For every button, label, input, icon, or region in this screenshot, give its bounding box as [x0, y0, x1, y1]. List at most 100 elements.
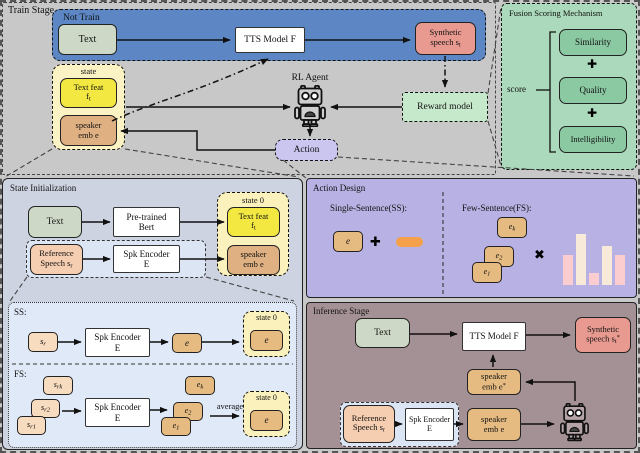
- weight-bar: [589, 273, 599, 285]
- bert-line2: Bert: [138, 222, 155, 232]
- weight-bars-chart: [563, 232, 633, 285]
- text-feat-box: Text feat ft: [60, 78, 117, 108]
- ref-speech-inf-line1: Reference: [351, 412, 387, 423]
- state-init-title: State Initialization: [10, 183, 77, 193]
- ad-e2-label: e2: [495, 250, 503, 262]
- weight-bar: [602, 246, 612, 285]
- fs-sr1-box: sr1: [17, 416, 46, 435]
- state0-init-label: state 0: [242, 195, 264, 205]
- fs-srk-label: srk: [53, 379, 63, 391]
- emb-inf-line2: emb e: [483, 423, 505, 434]
- fs-encoder-line1: Spk Encoder: [94, 402, 141, 413]
- tts-inference-label: TTS Model F: [469, 331, 519, 342]
- fs-sr2-label: sr2: [41, 402, 50, 414]
- tts-model-box-train: TTS Model F: [235, 27, 305, 53]
- emb-star-line2: emb e*: [482, 381, 506, 392]
- text-box-inference: Text: [355, 318, 410, 348]
- speaker-emb-line2: emb e: [78, 129, 99, 140]
- fs-e1-label: e1: [172, 420, 180, 432]
- weight-bar: [563, 255, 573, 285]
- weight-bar: [576, 234, 586, 285]
- ad-ek-box: ek: [497, 217, 527, 238]
- few-sentence-heading: Few-Sentence(FS):: [462, 203, 532, 213]
- quality-box: Quality: [559, 77, 627, 104]
- synthetic-line1: Synthetic: [429, 27, 462, 38]
- quality-label: Quality: [579, 85, 607, 96]
- ad-e1-label: e1: [483, 266, 491, 278]
- train-stage-label: Train Stage: [8, 5, 55, 16]
- fs-state0-e-label: e: [264, 415, 269, 426]
- text-box-init-label: Text: [46, 216, 64, 227]
- synthetic-speech-box-train: Synthetic speech st: [415, 22, 476, 55]
- ss-e-label: e: [185, 337, 189, 348]
- fs-encoder-line2: E: [114, 412, 121, 423]
- ad-e-label: e: [346, 236, 350, 247]
- not-train-label: Not Train: [63, 13, 100, 23]
- fs-sr2-box: sr2: [31, 399, 60, 418]
- synthetic-inf-line1: Synthetic: [586, 323, 620, 334]
- ss-state0-e-box: e: [250, 330, 283, 351]
- synthetic-inf-line2: speech st*: [586, 333, 620, 346]
- speaker-emb-box-inference: speaker emb e: [467, 408, 521, 441]
- spk-encoder-init-line1: Spk Encoder: [123, 248, 170, 259]
- speaker-emb-box: speaker emb e: [60, 115, 117, 146]
- fs-sr1-label: sr1: [27, 419, 36, 431]
- bert-box: Pre-trained Bert: [113, 207, 180, 237]
- spk-encoder-box-init: Spk Encoder E: [113, 245, 180, 273]
- inference-title: Inference Stage: [313, 306, 370, 316]
- fs-srk-box: srk: [43, 376, 73, 395]
- tts-model-label: TTS Model F: [244, 34, 296, 45]
- emb-inf-line1: speaker: [481, 413, 507, 424]
- ref-speech-init-line2: Speech sr: [40, 257, 73, 270]
- similarity-label: Similarity: [575, 37, 611, 48]
- plus-icon-1: ✚: [587, 57, 598, 71]
- fs-ek-box: ek: [185, 376, 215, 395]
- ss-section-label: SS:: [14, 307, 27, 317]
- speaker-emb-box-init: speaker emb e: [227, 245, 280, 275]
- spk-encoder-box-inference: Spk Encoder E: [405, 408, 454, 441]
- fs-e2-box: e2: [173, 402, 203, 421]
- fs-e1-box: e1: [161, 417, 191, 436]
- plus-icon-action: ✚: [370, 235, 381, 250]
- ad-ek-label: ek: [508, 221, 516, 233]
- ref-speech-box-init: Reference Speech sr: [30, 244, 83, 275]
- spk-enc-inf-line1: Spk Encoder: [408, 414, 451, 424]
- synthetic-speech-box-inference: Synthetic speech st*: [575, 317, 631, 353]
- weight-bar: [615, 255, 625, 285]
- fs-section-label: FS:: [14, 369, 27, 379]
- ss-spk-encoder-box: Spk Encoder E: [85, 328, 150, 357]
- emb-star-line1: speaker: [481, 371, 507, 382]
- state-label: state: [80, 66, 97, 76]
- fs-e2-label: e2: [184, 405, 192, 417]
- ad-e-box: e: [333, 231, 363, 252]
- similarity-box: Similarity: [559, 29, 627, 56]
- ss-sr-box: sr: [28, 332, 58, 352]
- intelligibility-box: Intelligibility: [559, 126, 627, 153]
- spk-enc-inf-line2: E: [427, 423, 432, 433]
- reward-model-box: Reward model: [402, 92, 488, 122]
- reward-model-label: Reward model: [417, 101, 473, 112]
- ref-speech-box-inference: Reference Speech sr: [343, 405, 395, 443]
- text-feat-box-init: Text feat ft: [227, 207, 280, 237]
- action-label: Action: [293, 144, 320, 155]
- text-feat-line2: ft: [86, 91, 91, 103]
- inference-robot-icon: [560, 402, 589, 442]
- spk-encoder-init-line2: E: [143, 259, 150, 269]
- ss-encoder-line1: Spk Encoder: [94, 332, 141, 343]
- ss-encoder-line2: E: [114, 342, 121, 353]
- fs-ek-label: ek: [196, 379, 204, 391]
- single-sentence-heading: Single-Sentence(SS):: [330, 203, 407, 213]
- text-feat-init-line1: Text feat: [238, 210, 269, 221]
- text-box-init: Text: [28, 206, 82, 238]
- average-label: average: [216, 401, 244, 411]
- text-feat-line1: Text feat: [73, 81, 104, 92]
- rl-agent-label: RL Agent: [291, 73, 329, 83]
- text-box-inference-label: Text: [374, 327, 391, 338]
- fs-state0-label: state 0: [256, 393, 277, 402]
- ss-state0-label: state 0: [256, 313, 277, 322]
- action-box: Action: [275, 139, 338, 161]
- multiply-icon: ✖: [534, 248, 545, 263]
- speaker-emb-star-box: speaker emb e*: [467, 369, 521, 395]
